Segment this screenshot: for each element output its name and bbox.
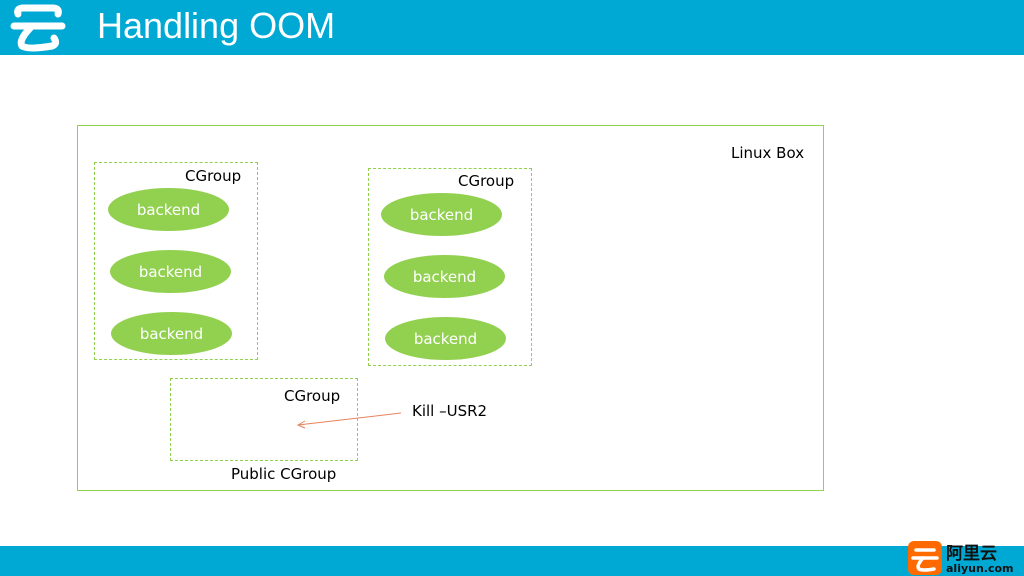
- cgroup-2-label: CGroup: [458, 172, 515, 190]
- backend-node: backend: [385, 317, 506, 360]
- public-cgroup-caption: Public CGroup: [231, 465, 337, 483]
- cgroup-1: [94, 162, 258, 360]
- kill-signal-label: Kill –USR2: [412, 402, 488, 420]
- backend-node: backend: [108, 188, 229, 231]
- footer-brand-domain: aliyun.com: [946, 562, 1014, 575]
- aliyun-cloud-logo-icon: [10, 4, 66, 52]
- backend-node: backend: [111, 312, 232, 355]
- linux-box: [77, 125, 824, 491]
- aliyun-brand-logo: 阿里云 aliyun.com: [908, 541, 1014, 575]
- backend-node: backend: [381, 193, 502, 236]
- footer-brand-text: 阿里云: [946, 544, 997, 564]
- backend-node: backend: [384, 255, 505, 298]
- header-bar: Handling OOM: [0, 0, 1024, 55]
- public-cgroup-inner-label: CGroup: [284, 387, 341, 405]
- footer-bar: [0, 546, 1024, 576]
- slide-title: Handling OOM: [97, 5, 336, 46]
- public-cgroup: [170, 378, 358, 461]
- cgroup-1-label: CGroup: [185, 167, 242, 185]
- backend-node: backend: [110, 250, 231, 293]
- cgroup-2: [368, 168, 532, 366]
- linux-box-label: Linux Box: [731, 144, 805, 162]
